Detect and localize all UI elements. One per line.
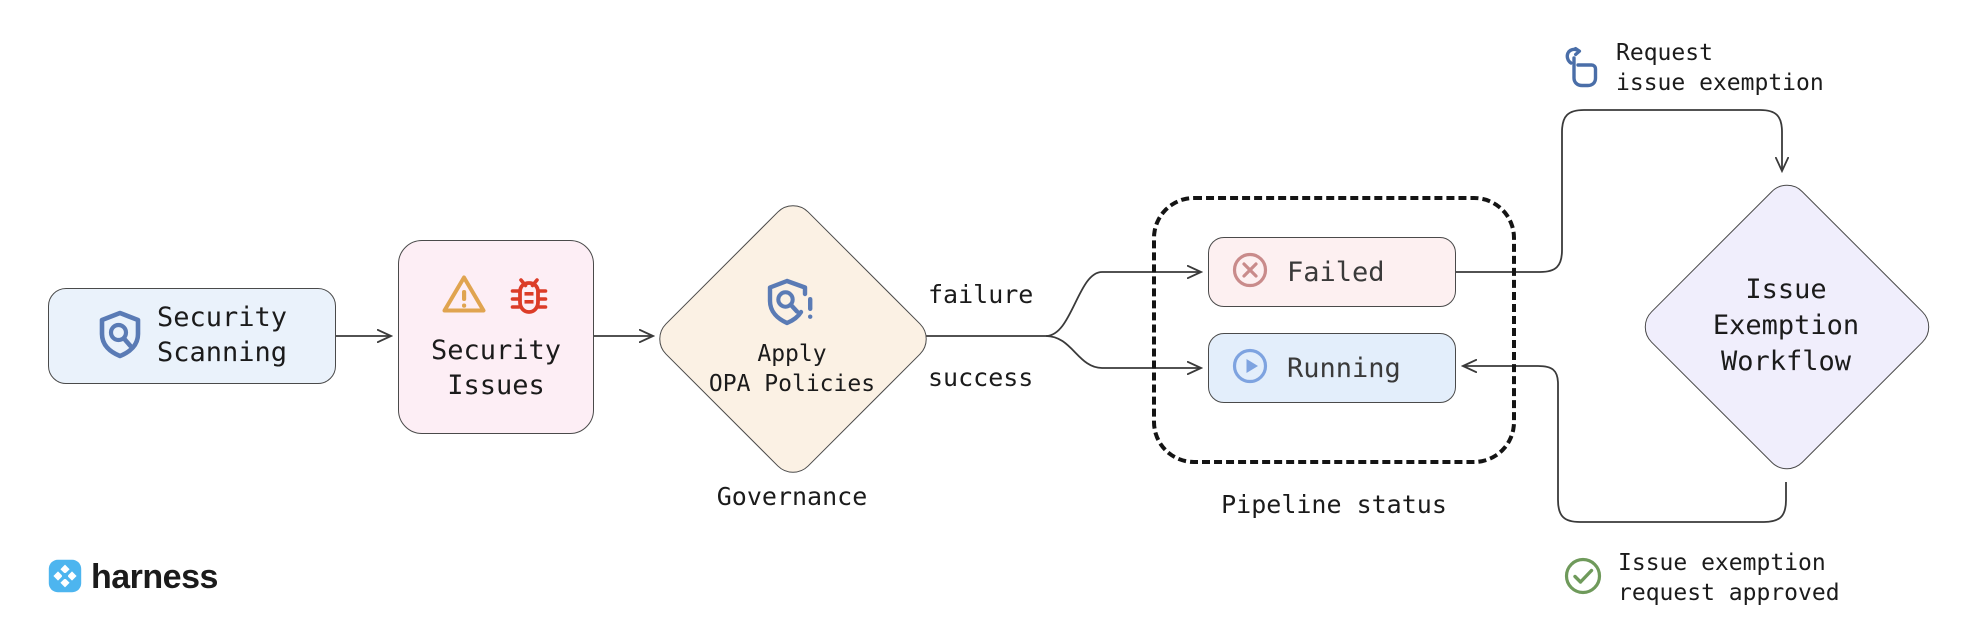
pipeline-status-group — [1152, 196, 1516, 464]
harness-logo: harness — [48, 558, 218, 597]
shield-search-icon — [97, 309, 143, 363]
node-governance-label: Apply OPA Policies — [708, 341, 876, 397]
status-badge-running[interactable]: Running — [1208, 333, 1456, 403]
annotation-exemption-approved-text: Issue exemption request approved — [1618, 550, 1840, 607]
hand-click-icon — [1562, 44, 1602, 92]
node-governance[interactable]: Apply OPA Policies — [650, 196, 936, 482]
governance-diamond-shape — [650, 196, 936, 482]
annotation-exemption-approved: Issue exemption request approved — [1562, 548, 1840, 609]
annotation-request-exemption-text: Request issue exemption — [1616, 40, 1824, 97]
status-running-label: Running — [1287, 352, 1401, 384]
shield-search-alert-icon — [765, 276, 819, 334]
status-badge-failed[interactable]: Failed — [1208, 237, 1456, 307]
harness-logo-icon — [48, 559, 82, 597]
circle-x-icon — [1231, 251, 1269, 293]
node-security-scanning[interactable]: Security Scanning — [48, 288, 336, 384]
node-exemption-workflow[interactable]: Issue Exemption Workflow — [1635, 175, 1939, 479]
governance-caption: Governance — [716, 481, 868, 511]
status-failed-label: Failed — [1287, 256, 1385, 288]
circle-play-icon — [1231, 347, 1269, 389]
pipeline-status-caption: Pipeline status — [1221, 489, 1447, 519]
warning-triangle-icon — [440, 272, 488, 320]
edge-label-failure: failure — [928, 280, 1034, 309]
node-security-issues-label: Security Issues — [430, 334, 562, 401]
node-security-scanning-label: Security Scanning — [156, 302, 288, 368]
node-security-issues[interactable]: Security Issues — [398, 240, 594, 434]
exemption-content: Issue Exemption Workflow — [1636, 176, 1936, 476]
governance-content: Apply OPA Policies — [658, 204, 926, 472]
harness-wordmark: harness — [91, 558, 218, 596]
edge-label-success: success — [928, 363, 1034, 392]
node-exemption-workflow-label: Issue Exemption Workflow — [1712, 273, 1860, 378]
check-circle-icon — [1562, 555, 1604, 601]
bug-icon — [506, 271, 552, 321]
annotation-request-exemption: Request issue exemption — [1562, 38, 1824, 99]
security-issues-icon-row — [440, 271, 552, 321]
